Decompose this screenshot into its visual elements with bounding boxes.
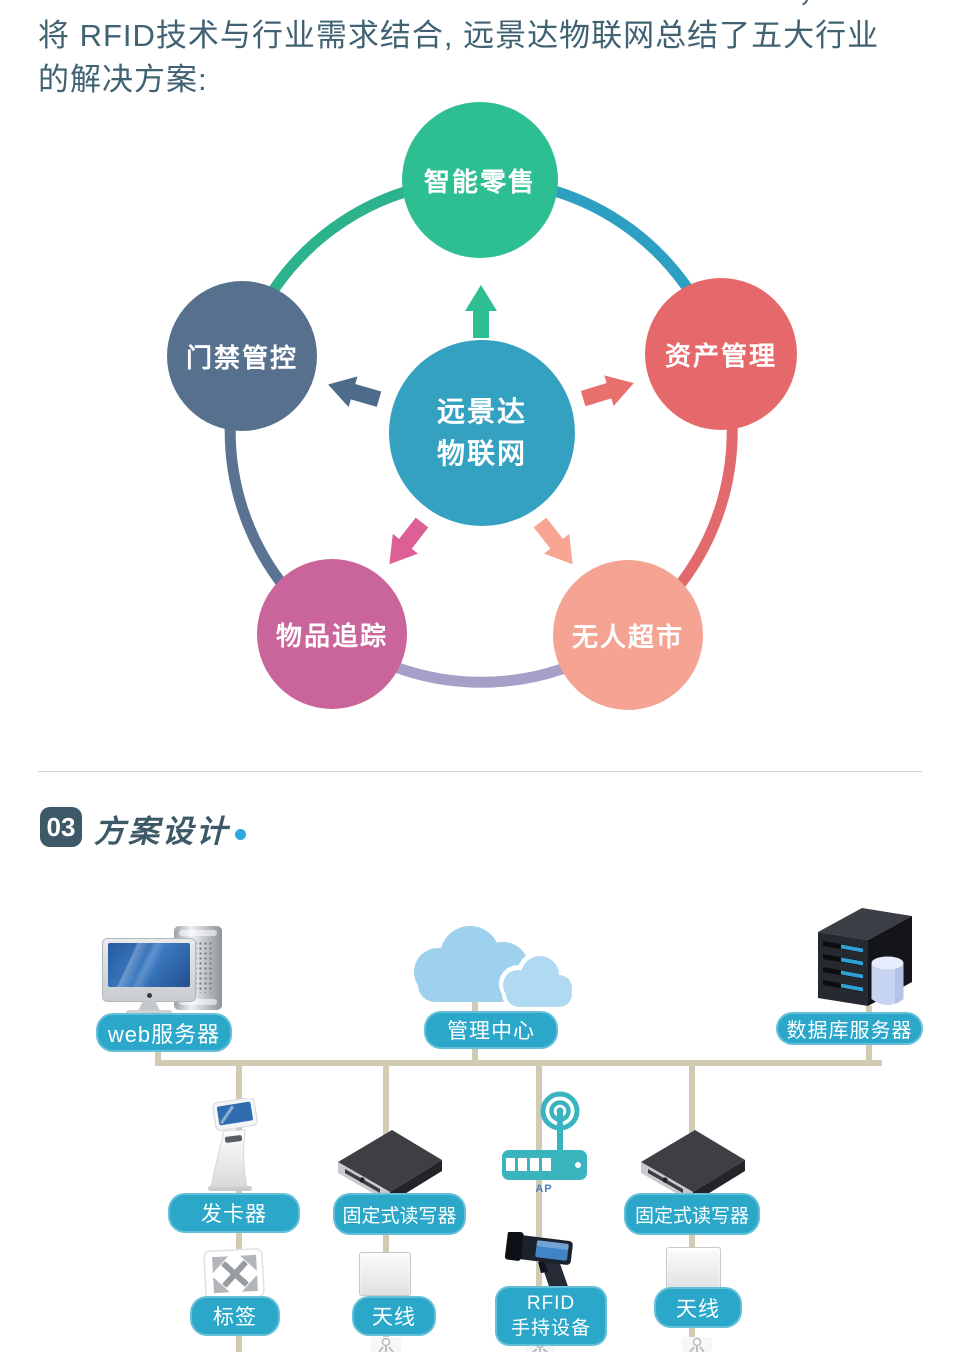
wheel-node-smart-retail: 智能零售 <box>402 102 558 258</box>
database-server-icon <box>818 908 912 1006</box>
server-led-stripes <box>823 941 863 992</box>
arrow-downright-icon <box>533 517 573 565</box>
wire-bus-horizontal <box>155 1060 882 1066</box>
rfid-tag-icon <box>203 1248 265 1300</box>
cutoff-broadcast-icon-1 <box>371 1337 401 1352</box>
desktop-computer-icon <box>100 924 228 1016</box>
wheel-node-unmanned-store: 无人超市 <box>553 560 703 710</box>
label-database-server: 数据库服务器 <box>776 1012 923 1045</box>
section-number-badge: 03 <box>40 807 82 847</box>
cut-off-text-fragment: ， <box>798 0 829 11</box>
wire-web-server <box>155 1048 161 1064</box>
handheld-reader-icon <box>504 1232 573 1295</box>
section-title: 方案设计 <box>94 814 230 849</box>
card-issuer-kiosk-icon <box>208 1098 258 1191</box>
label-rfid-handheld-line1: RFID <box>526 1293 576 1314</box>
cutoff-broadcast-icon-3 <box>682 1337 712 1352</box>
wheel-center-hub: 远景达 物联网 <box>389 340 575 526</box>
hub-arrows <box>328 285 634 565</box>
label-antenna-1: 天线 <box>352 1296 436 1336</box>
hub-line-1: 远景达 <box>436 396 527 427</box>
label-web-server: web服务器 <box>96 1013 232 1052</box>
antenna-panel-icon <box>359 1252 411 1296</box>
label-rfid-handheld-line2: 手持设备 <box>510 1318 591 1339</box>
wheel-node-access-control: 门禁管控 <box>167 281 317 431</box>
intro-line-2: 的解决方案: <box>38 62 208 97</box>
fixed-reader-icon <box>338 1130 442 1203</box>
arrow-right-icon <box>580 375 634 407</box>
wireless-ap-icon <box>502 1091 587 1180</box>
label-antenna-2: 天线 <box>654 1287 742 1328</box>
computer-monitor <box>102 938 196 1002</box>
ap-caption: AP <box>535 1183 553 1195</box>
section-divider <box>38 771 922 772</box>
intro-paragraph: 将 RFID技术与行业需求结合, 远景达物联网总结了五大行业 的解决方案: <box>38 14 879 102</box>
label-card-issuer: 发卡器 <box>168 1193 300 1233</box>
label-fixed-reader-2: 固定式读写器 <box>624 1193 760 1235</box>
label-rfid-handheld: RFID 手持设备 <box>495 1286 607 1346</box>
wire-column-ap <box>536 1064 542 1352</box>
hub-line-2: 物联网 <box>436 438 527 469</box>
wheel-node-item-tracking: 物品追踪 <box>257 559 407 709</box>
fixed-reader-icon-2 <box>641 1130 745 1203</box>
arrow-downleft-icon <box>389 517 429 565</box>
section-accent-dot <box>235 829 246 840</box>
cloud-icon <box>414 926 577 1010</box>
database-cylinder <box>871 956 904 1005</box>
wheel-node-asset-management: 资产管理 <box>645 278 797 430</box>
label-tag: 标签 <box>190 1296 280 1336</box>
antenna-panel-icon-2 <box>666 1247 721 1290</box>
label-management-center: 管理中心 <box>424 1011 558 1049</box>
arrow-up-icon <box>465 285 497 338</box>
label-fixed-reader-1: 固定式读写器 <box>333 1193 466 1235</box>
arrow-left-icon <box>328 376 382 408</box>
intro-line-1: 将 RFID技术与行业需求结合, 远景达物联网总结了五大行业 <box>38 18 880 53</box>
ap-port-squares <box>506 1158 581 1171</box>
